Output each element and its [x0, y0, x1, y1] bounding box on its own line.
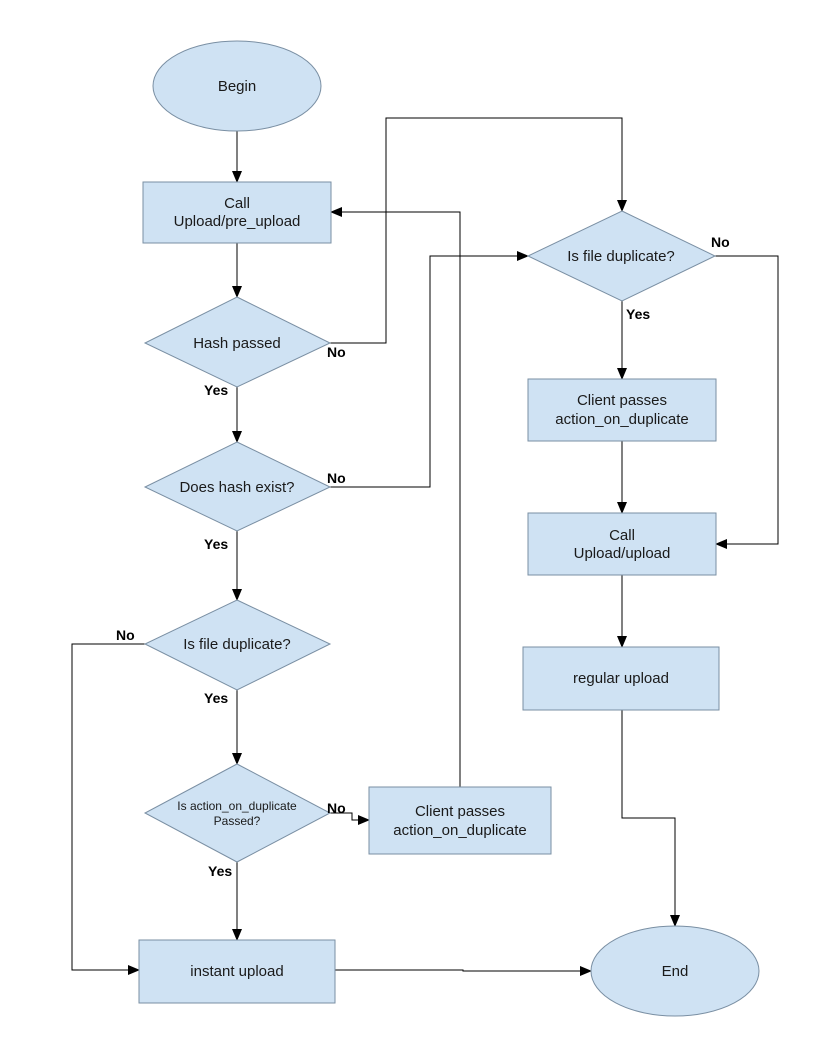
action-passed-label-line1: Is action_on_duplicate: [177, 799, 297, 813]
edge-label-hash-passed-yes: Yes: [204, 382, 228, 398]
instant-upload-node: instant upload: [138, 939, 336, 1004]
regular-upload-label: regular upload: [573, 670, 669, 687]
client-passes-left-label-line1: Client passes: [415, 803, 505, 820]
does-hash-exist-node: Does hash exist?: [143, 441, 332, 532]
action-passed-node: Is action_on_duplicate Passed?: [143, 763, 332, 863]
edge-label-dup-right-yes: Yes: [626, 306, 650, 322]
edge-regular-upload-to-end: [621, 710, 680, 927]
client-passes-right-node: Client passes action_on_duplicate: [527, 378, 717, 442]
edge-label-dup-left-no: No: [116, 627, 135, 643]
client-passes-left-label-line2: action_on_duplicate: [393, 822, 526, 839]
edge-hash-exist-no: [330, 251, 529, 488]
begin-label: Begin: [218, 78, 256, 95]
is-file-duplicate-left-node: Is file duplicate?: [143, 599, 332, 691]
edge-dup-left-no: [71, 643, 145, 975]
regular-upload-node: regular upload: [522, 646, 720, 711]
instant-upload-label: instant upload: [190, 963, 283, 980]
call-pre-upload-node: Call Upload/pre_upload: [142, 181, 332, 244]
edge-hash-passed-no: [330, 117, 627, 344]
edge-action-no: [330, 812, 370, 825]
client-passes-right-label-line1: Client passes: [577, 392, 667, 409]
is-file-duplicate-right-node: Is file duplicate?: [526, 210, 717, 302]
client-passes-right-label-line2: action_on_duplicate: [555, 411, 688, 428]
edge-client-left-to-pre-upload: [330, 207, 461, 787]
action-passed-label-line2: Passed?: [214, 814, 261, 828]
call-upload-label-line2: Upload/upload: [574, 545, 671, 562]
edge-label-dup-right-no: No: [711, 234, 730, 250]
call-upload-label-line1: Call: [609, 527, 635, 544]
edge-label-hash-exist-no: No: [327, 470, 346, 486]
edge-label-dup-left-yes: Yes: [204, 690, 228, 706]
call-pre-upload-label-line2: Upload/pre_upload: [174, 213, 301, 230]
edges: [71, 117, 779, 976]
edge-instant-upload-to-end: [335, 966, 592, 976]
end-node: End: [590, 925, 760, 1017]
edge-label-action-no: No: [327, 800, 346, 816]
hash-passed-label: Hash passed: [193, 335, 281, 352]
is-file-duplicate-right-label: Is file duplicate?: [567, 248, 675, 265]
edge-label-hash-passed-no: No: [327, 344, 346, 360]
edge-dup-right-no: [715, 255, 779, 549]
call-pre-upload-label-line1: Call: [224, 195, 250, 212]
hash-passed-node: Hash passed: [143, 296, 332, 388]
edge-label-action-yes: Yes: [208, 863, 232, 879]
client-passes-left-node: Client passes action_on_duplicate: [368, 786, 552, 855]
does-hash-exist-label: Does hash exist?: [179, 479, 294, 496]
end-label: End: [662, 963, 689, 980]
is-file-duplicate-left-label: Is file duplicate?: [183, 636, 291, 653]
begin-node: Begin: [152, 40, 322, 132]
edge-label-hash-exist-yes: Yes: [204, 536, 228, 552]
call-upload-node: Call Upload/upload: [527, 512, 717, 576]
